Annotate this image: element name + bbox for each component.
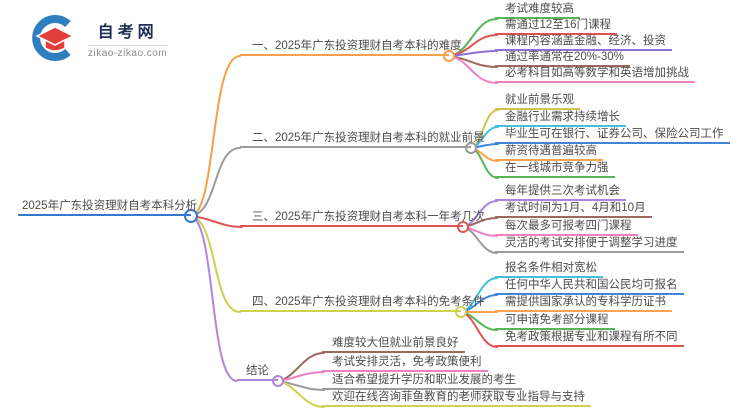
branch5-node-circle[interactable] [272,375,284,387]
connector-child [277,352,325,382]
connector-child [470,147,499,179]
connector-child [277,371,325,382]
child-node[interactable]: 免考政策根据专业和课程有所不同 [495,330,684,347]
child-node[interactable]: 需提供国家承认的专科学历证书 [495,295,672,312]
child-node[interactable]: 毕业生可在银行、证券公司、保险公司工作 [495,127,730,144]
child-node[interactable]: 难度较大但就业前景良好 [322,336,465,353]
site-logo[interactable]: 自考网 zikao-zikao.com [28,14,168,62]
connector-root-branch4 [190,215,241,313]
child-node[interactable]: 必考科目如高等数学和英语增加挑战 [495,66,695,83]
child-node[interactable]: 金融行业需求持续增长 [495,110,626,127]
logo-site-domain: zikao-zikao.com [88,44,168,59]
child-node[interactable]: 课程内容涵盖金融、经济、投资 [495,34,672,51]
branch3-node-circle[interactable] [457,221,469,233]
connector-child [462,226,498,254]
child-node[interactable]: 报名条件相对宽松 [495,261,603,278]
child-node[interactable]: 可申请免考部分课程 [495,313,615,330]
connector-root-branch2 [190,147,241,217]
logo-site-name: 自考网 [97,23,158,41]
child-node[interactable]: 欢迎在线咨询菲鱼教育的老师获取专业指导与支持 [322,390,591,407]
child-node[interactable]: 每次最多可报考四门课程 [495,219,638,236]
connector-root-branch1 [190,55,241,217]
graduation-cap-icon [32,15,75,61]
child-node[interactable]: 考试难度较高 [495,2,580,19]
child-node[interactable]: 考试安排灵活，免考政策便利 [322,355,488,372]
branch4-node-circle[interactable] [455,306,467,318]
branch2-title[interactable]: 二、2025年广东投资理财自考本科的就业前景 [240,131,485,148]
child-node[interactable]: 通过率通常在20%-30% [495,50,630,67]
child-node[interactable]: 灵活的考试安排便于调整学习进度 [495,236,684,253]
connector-child [277,380,325,408]
child-node[interactable]: 适合希望提升学历和职业发展的考生 [322,373,522,390]
branch4-title[interactable]: 四、2025年广东投资理财自考本科的免考条件 [240,295,485,312]
child-node[interactable]: 就业前景乐观 [495,93,580,110]
child-node[interactable]: 任何中华人民共和国公民均可报名 [495,278,684,295]
child-node[interactable]: 每年提供三次考试机会 [495,184,626,201]
root-node-circle[interactable] [184,209,198,223]
branch3-title[interactable]: 三、2025年广东投资理财自考本科一年考几次 [240,210,485,227]
connector-root-branch5 [190,215,238,382]
branch5-title[interactable]: 结论 [237,364,278,381]
child-node[interactable]: 考试时间为1月、4月和10月 [495,201,652,218]
branch2-node-circle[interactable] [465,142,477,154]
child-node[interactable]: 需通过12至16门课程 [495,18,618,35]
child-node[interactable]: 薪资待遇普遍较高 [495,144,603,161]
root-node[interactable]: 2025年广东投资理财自考本科分析 [18,199,197,216]
branch1-title[interactable]: 一、2025年广东投资理财自考本科的难度 [240,39,462,56]
child-node[interactable]: 在一线城市竞争力强 [495,161,615,178]
connector-child [448,55,498,84]
branch1-node-circle[interactable] [443,50,455,62]
